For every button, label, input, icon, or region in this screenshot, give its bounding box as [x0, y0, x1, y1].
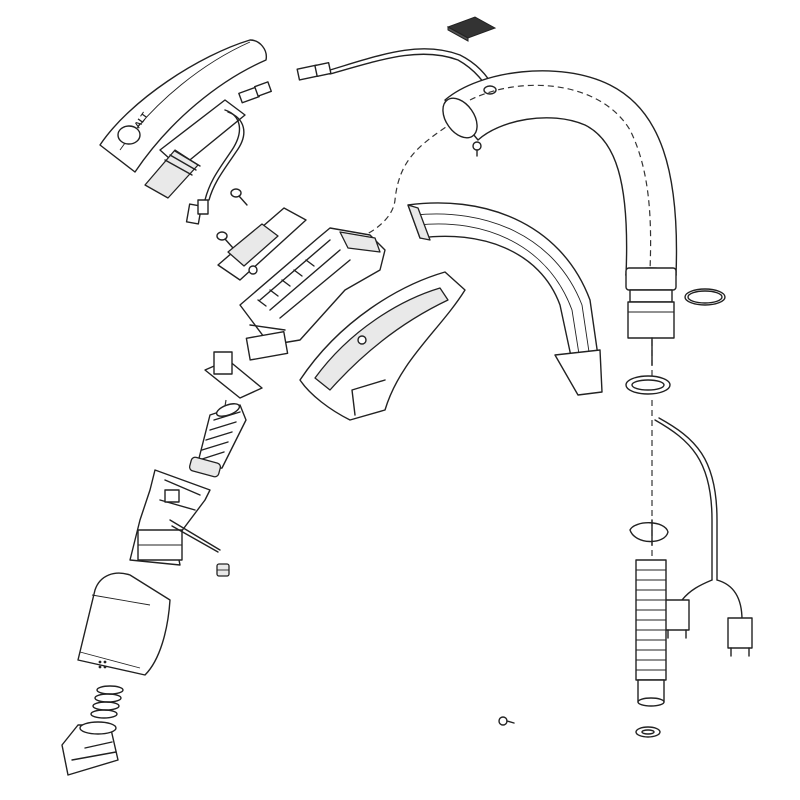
spout-base-fitting	[625, 267, 677, 366]
filter-pad-part	[446, 16, 497, 42]
valve-body-part	[129, 469, 221, 566]
aerator-nut-part	[61, 721, 119, 776]
electronics-module-part	[144, 81, 272, 225]
cover-screw-2	[216, 231, 234, 249]
hose-clip-part	[629, 519, 669, 546]
cable-harness-part	[654, 417, 753, 657]
arc-housing-upper-part	[407, 202, 603, 396]
clip-plate-part	[204, 351, 263, 399]
bracket-plate-part	[217, 207, 307, 281]
arc-cover-lower-part	[299, 271, 466, 421]
control-cover-part: ALT	[99, 39, 267, 173]
sensor-cable-part	[296, 48, 496, 93]
solenoid-cartridge-part	[188, 403, 247, 478]
o-ring-large	[684, 288, 726, 306]
mounting-ring	[625, 375, 671, 395]
hose-washer-part	[635, 726, 661, 738]
spout-screw-part	[472, 141, 482, 157]
small-nut-part	[216, 563, 230, 577]
aerator-housing-part	[77, 572, 171, 676]
base-screw-part	[498, 716, 515, 726]
washer-stack-part	[90, 685, 124, 719]
supply-hose-part	[635, 559, 667, 707]
housing-frame-part	[239, 227, 386, 361]
cover-screw-1	[230, 188, 248, 206]
